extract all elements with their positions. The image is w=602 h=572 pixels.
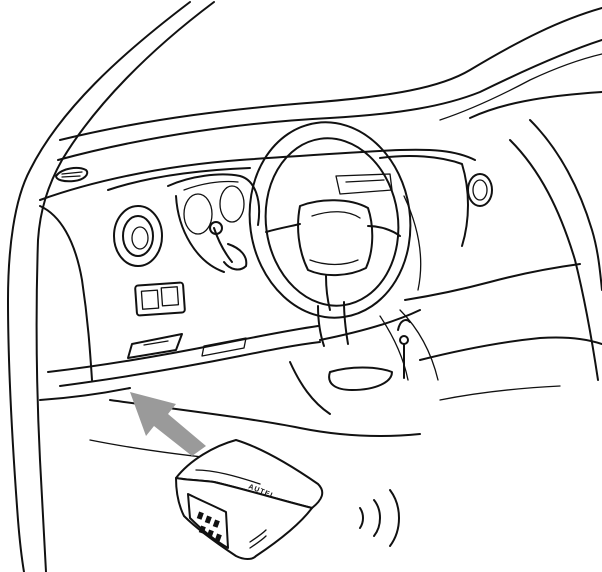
wireless-signal-icon <box>359 489 400 547</box>
control-stalk <box>209 221 248 271</box>
right-pillar <box>509 119 602 381</box>
switch-panel <box>134 281 186 317</box>
hood-release <box>127 333 183 359</box>
center-stack <box>335 155 493 291</box>
a-pillar <box>7 1 215 572</box>
windshield-frame <box>57 7 602 161</box>
pedals <box>289 361 393 415</box>
dash-speaker <box>55 167 89 183</box>
instrument-cluster <box>167 173 260 273</box>
gear-lever <box>397 319 411 379</box>
insert-arrow-icon <box>130 392 206 456</box>
obd-dongle <box>175 439 324 560</box>
dashboard <box>39 148 581 401</box>
steering-wheel <box>248 121 412 347</box>
floor <box>89 336 602 461</box>
left-air-vent <box>113 205 163 267</box>
knee-panel <box>201 337 247 357</box>
